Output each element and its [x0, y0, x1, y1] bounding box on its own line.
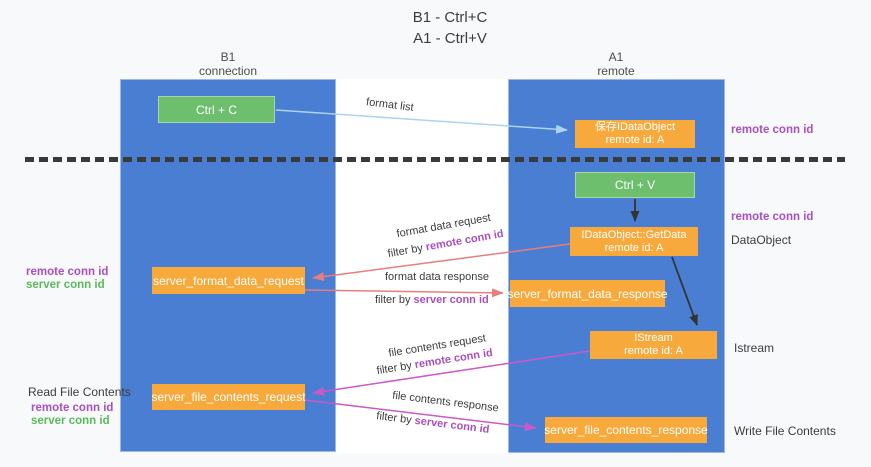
getdata-line1: IDataObject::GetData — [581, 228, 687, 241]
server-file-contents-response-label: server_file_contents_response — [544, 423, 708, 437]
lifeline-a1-subtitle: remote — [597, 64, 635, 78]
server-format-data-response-node: server_format_data_response — [507, 280, 668, 307]
annotation-server-conn-id-bottom-left: server conn id — [31, 415, 110, 427]
server-format-data-request-node: server_format_data_request — [152, 267, 305, 294]
istream-line1: IStream — [634, 332, 673, 344]
annotation-remote-conn-id-bottom-left: remote conn id — [31, 402, 114, 414]
label-filter-by-server-conn-id-1: filter by server conn id — [375, 294, 489, 306]
server-format-data-request-label: server_format_data_request — [153, 273, 304, 288]
server-file-contents-request-label: server_file_contents_request — [151, 390, 306, 404]
annotation-server-conn-id-top-left: server conn id — [26, 279, 105, 291]
lifeline-b1-title: B1 — [220, 50, 236, 64]
server-file-contents-response-node: server_file_contents_response — [544, 417, 708, 443]
ctrl-c-node: Ctrl + C — [158, 96, 275, 123]
title-line-1: B1 - Ctrl+C — [412, 9, 488, 26]
ctrl-v-node: Ctrl + V — [575, 172, 695, 198]
annotation-remote-conn-id-mid-right: remote conn id — [731, 211, 814, 223]
lifeline-header-a1: A1 remote — [546, 50, 686, 78]
save-dataobject-line2: remote id: A — [605, 134, 665, 146]
server-file-contents-request-node: server_file_contents_request — [151, 384, 306, 410]
save-dataobject-line1: 保存IDataObject — [594, 121, 676, 133]
istream-line2: remote id: A — [624, 345, 683, 357]
getdata-node: IDataObject::GetData remote id: A — [570, 227, 698, 256]
filter-by-text: filter by — [375, 294, 411, 306]
annotation-remote-conn-id-top-left: remote conn id — [26, 266, 109, 278]
istream-node: IStream remote id: A — [590, 331, 717, 359]
getdata-line2: remote id: A — [604, 241, 664, 254]
ctrl-v-label: Ctrl + V — [614, 178, 656, 192]
server-format-data-response-label: server_format_data_response — [507, 286, 668, 301]
annotation-istream: Istream — [734, 341, 775, 355]
diagram-title: B1 - Ctrl+C A1 - Ctrl+V — [300, 7, 600, 49]
annotation-remote-conn-id-top-right: remote conn id — [731, 124, 814, 136]
clipboard-boundary-divider — [25, 157, 845, 162]
annotation-write-file-contents: Write File Contents — [734, 424, 836, 438]
label-format-data-response: format data response — [385, 271, 489, 283]
save-dataobject-node: 保存IDataObject remote id: A — [575, 120, 695, 148]
lifeline-b1-subtitle: connection — [198, 64, 258, 78]
annotation-read-file-contents: Read File Contents — [28, 385, 131, 399]
lifeline-header-b1: B1 connection — [158, 50, 298, 78]
title-line-2: A1 - Ctrl+V — [413, 30, 487, 47]
server-conn-id-text: server conn id — [413, 294, 489, 306]
ctrl-c-label: Ctrl + C — [195, 102, 237, 117]
lifeline-a1-title: A1 — [608, 50, 624, 64]
annotation-dataobject: DataObject — [731, 233, 792, 247]
